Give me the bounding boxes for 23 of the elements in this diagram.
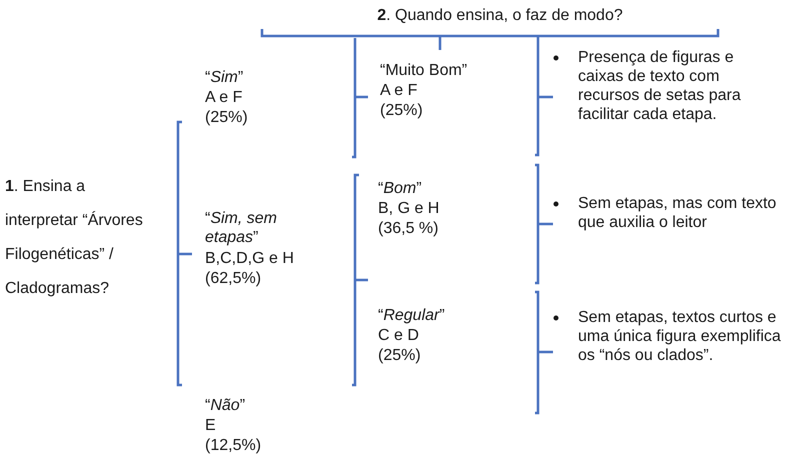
question-text: 1. Ensina a interpretar “Árvores Filogenéticas” / Cladogramas? — [5, 177, 143, 299]
answer-text: “Bom” — [378, 179, 423, 198]
answer-text: (12,5%) — [205, 436, 262, 455]
bullet-text: Sem etapas, textos curtos e uma única figura exemplifica os “nós ou clados”. — [578, 308, 782, 365]
bullet-text: Sem etapas, mas com texto que auxilia o leitor — [578, 194, 778, 232]
answer-text: A e F — [380, 81, 418, 100]
answer-text: “Muito Bom” — [380, 61, 468, 80]
answer-text: (25%) — [378, 346, 422, 365]
answer-text: (62,5%) — [205, 269, 262, 288]
bullet-text: Presença de figuras e caixas de texto com recursos de setas para facilitar cada etapa. — [578, 48, 742, 124]
answer-text: (25%) — [205, 108, 249, 127]
answer-text: “Sim” — [205, 68, 244, 87]
answer-text: “Regular” — [378, 306, 446, 325]
answer-text: “Não” — [205, 396, 246, 415]
answer-text: A e F — [205, 88, 244, 107]
answer-text: (36,5 %) — [378, 219, 440, 238]
answer-text: B, G e H — [378, 199, 440, 218]
answer-text: “Sim, sem etapas” — [205, 209, 278, 247]
answer-text: (25%) — [380, 101, 424, 120]
heading-text: 2. Quando ensina, o faz de modo? — [376, 6, 624, 25]
answer-text: C e D — [378, 326, 420, 345]
answer-text: E — [205, 416, 217, 435]
answer-text: B,C,D,G e H — [205, 249, 295, 268]
